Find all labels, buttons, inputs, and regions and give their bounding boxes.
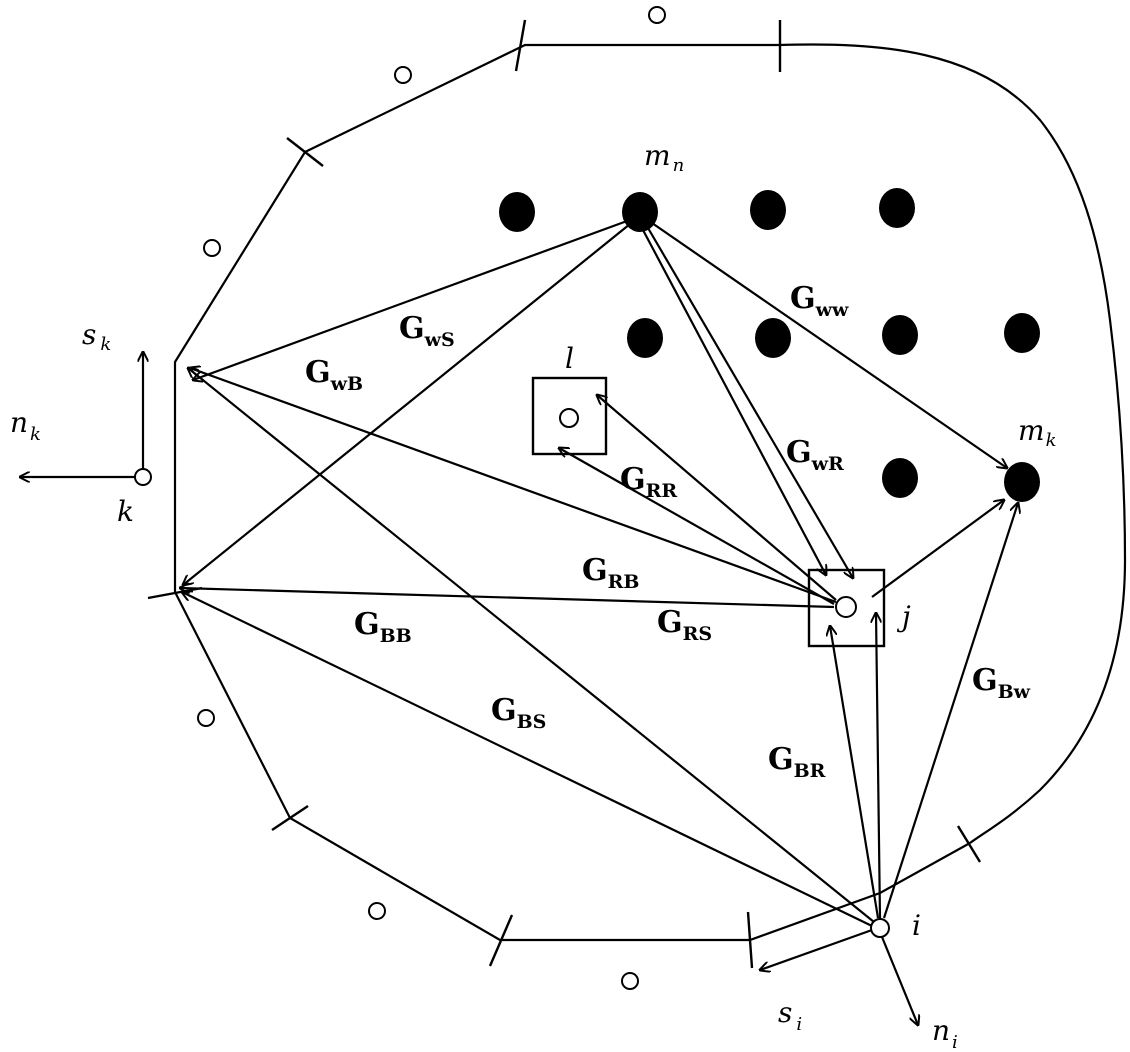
label-g-wb: GwB [305,355,363,395]
discretized-boundary [147,19,982,969]
boundary-node-k [134,468,152,486]
s-i-axis [760,928,873,970]
label-g-br: GBR [768,742,826,782]
arrow-i-to-j-a [830,626,880,919]
boundary-nodes [134,6,890,990]
arrow-i-to-j-b [876,613,880,919]
boundary-tick [488,914,514,967]
boundary-node [203,239,221,257]
boundary-node [621,972,639,990]
arrow-i-to-lower-boundary [182,592,873,927]
interior-point [1004,313,1040,353]
cell-l-center [559,408,579,428]
boundary-node [394,66,412,84]
arrow-j-to-cell-l-a [597,395,837,601]
interior-point [882,315,918,355]
arrow-mn-to-mk [651,222,1007,468]
kernel-labels: GwS GwB Gww GwR GRR GRB GBB GRS GBS GBw … [305,281,1031,782]
boundary-tick [746,911,754,969]
boundary-node-i [870,918,890,938]
boundary-tick [286,137,324,167]
label-j: j [896,600,911,633]
arrow-mn-to-upper-boundary [193,219,628,380]
smooth-boundary-curve [779,43,1127,844]
label-g-ws: GwS [399,311,455,351]
boundary-polyline [173,43,971,942]
label-g-rr: GRR [620,462,677,502]
label-g-wr: GwR [786,435,844,475]
boundary-tick [514,19,527,72]
label-k: k [117,495,134,528]
boundary-node [197,709,215,727]
arrow-j-to-lower-boundary [180,588,835,609]
arrow-j-to-cell-l-b [559,448,835,605]
influence-arrows [180,219,1018,927]
arrow-j-to-upper-boundary [190,368,837,604]
local-axes-k [20,352,143,477]
interior-point [627,318,663,358]
interior-point [750,190,786,230]
label-g-rs: GRS [657,605,712,645]
label-g-rb: GRB [582,553,639,593]
boundary-tick [271,805,309,831]
interior-points [499,188,1040,502]
cell-j-center [835,596,857,618]
n-i-axis [880,936,918,1025]
interior-point-mn [622,192,658,232]
interior-point [499,192,535,232]
boundary-node [368,902,386,920]
label-g-bw: GBw [972,663,1031,703]
label-m-k: mk [1018,414,1056,451]
boundary-node [648,6,666,24]
boundary-tick [147,586,203,600]
arrow-mn-to-j-a [642,229,826,575]
label-i: i [912,909,921,942]
arrow-j-to-mk [871,500,1004,598]
arrow-mn-to-lower-boundary [183,223,631,585]
arrow-mn-to-j-b [647,227,853,578]
local-axes-i [760,928,918,1025]
interior-point [755,318,791,358]
boundary-tick [956,825,982,863]
interior-point-mk [1004,462,1040,502]
interior-point [882,458,918,498]
label-g-bb: GBB [354,607,412,647]
arrow-i-to-mk [882,503,1018,919]
label-g-bs: GBS [491,693,546,733]
label-l: l [565,342,574,375]
interior-point [879,188,915,228]
arrow-i-to-upper-boundary [188,368,875,923]
label-g-ww: Gww [790,281,849,321]
